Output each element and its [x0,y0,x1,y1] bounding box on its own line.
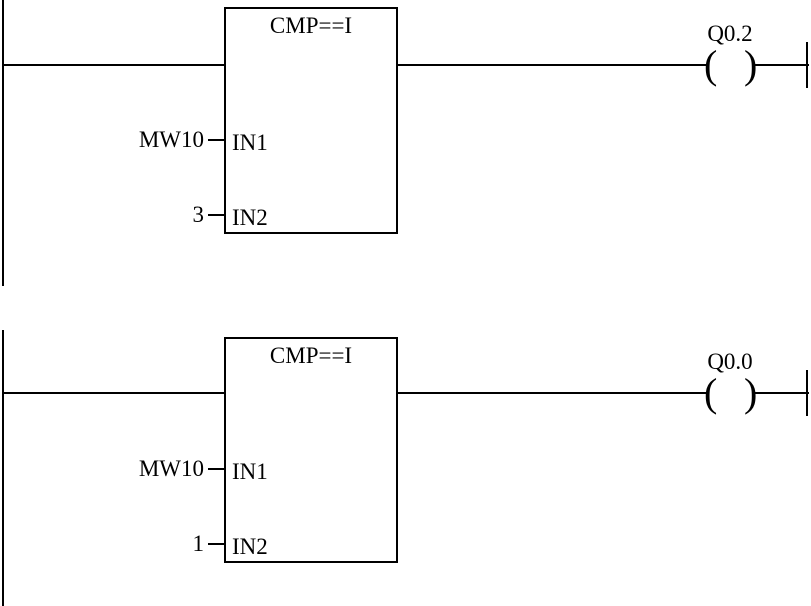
coil-close-paren: ) [744,42,758,87]
rung-wire-right-2 [398,392,708,394]
compare-block-pin-in1: IN1 [232,459,268,484]
compare-block-pin-in1: IN1 [232,130,268,155]
compare-block-title: CMP==I [269,13,353,38]
left-power-rail-2 [2,330,4,606]
compare-block-1[interactable]: CMP==I IN1 IN2 [224,7,398,234]
coil-open-paren: ( [704,42,718,87]
output-coil-2[interactable]: Q0.0 ( ) [700,350,760,420]
pin-stub-in1-1 [208,139,226,141]
rung-wire-coil-to-rail-1 [755,64,809,66]
compare-block-title: CMP==I [269,343,353,368]
rung-wire-coil-to-rail-2 [755,392,809,394]
coil-open-paren: ( [704,370,718,415]
coil-close-paren: ) [744,370,758,415]
operand-in1-2[interactable]: MW10 [138,456,204,481]
compare-block-pin-in2: IN2 [232,205,268,230]
output-coil-label: Q0.2 [707,21,753,46]
operand-in1-1[interactable]: MW10 [138,127,204,152]
output-coil-1[interactable]: Q0.2 ( ) [700,22,760,92]
ladder-rung-1[interactable]: CMP==I IN1 IN2 MW10 3 Q0.2 ( ) [0,0,811,300]
rung-wire-left-1 [2,64,226,66]
right-power-rail-2 [806,370,808,416]
compare-block-pin-in2: IN2 [232,534,268,559]
rung-wire-left-2 [2,392,226,394]
pin-stub-in1-2 [208,468,226,470]
output-coil-label: Q0.0 [707,349,753,374]
pin-stub-in2-2 [208,543,226,545]
operand-in2-2[interactable]: 1 [192,531,205,556]
left-power-rail-1 [2,0,4,286]
compare-block-2[interactable]: CMP==I IN1 IN2 [224,337,398,563]
pin-stub-in2-1 [208,214,226,216]
rung-wire-right-1 [398,64,708,66]
right-power-rail-1 [806,42,808,88]
ladder-rung-2[interactable]: CMP==I IN1 IN2 MW10 1 Q0.0 ( ) [0,330,811,606]
operand-in2-1[interactable]: 3 [192,202,205,227]
